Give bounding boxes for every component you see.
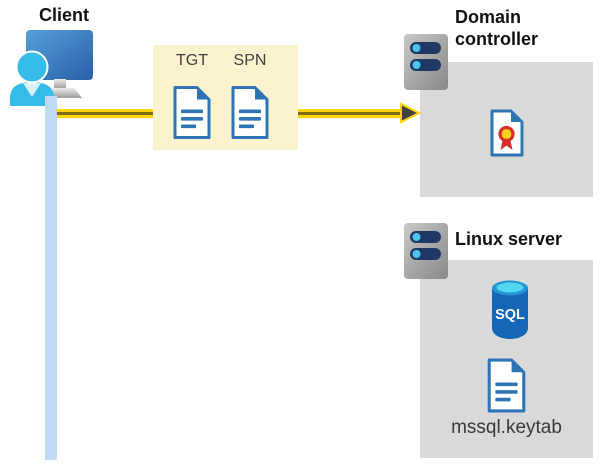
keytab-document-icon: [487, 358, 526, 413]
person-collar: [23, 83, 41, 97]
sql-icon-label: SQL: [495, 307, 525, 323]
client-label: Client: [38, 5, 89, 25]
sql-database-icon: SQL: [492, 280, 528, 339]
domain-controller-server-icon: [404, 34, 448, 90]
client-workstation-icon: [10, 30, 93, 106]
domain-controller-label: Domain controller: [455, 7, 539, 49]
spn-document-icon: [231, 86, 269, 139]
monitor-stand-neck: [54, 79, 66, 89]
linux-server-label: Linux server: [455, 229, 563, 249]
linux-server-icon: [404, 223, 448, 279]
tgt-label: TGT: [176, 52, 208, 69]
ticket-highlight-box: TGT SPN: [153, 45, 298, 150]
spn-label: SPN: [233, 52, 267, 69]
client-timeline-line: [45, 96, 57, 460]
tgt-document-icon: [173, 86, 211, 139]
certificate-icon: [490, 109, 524, 157]
auth-request-arrowhead-icon: [400, 102, 421, 124]
person-head-icon: [15, 50, 49, 84]
keytab-filename-label: mssql.keytab: [451, 417, 562, 438]
